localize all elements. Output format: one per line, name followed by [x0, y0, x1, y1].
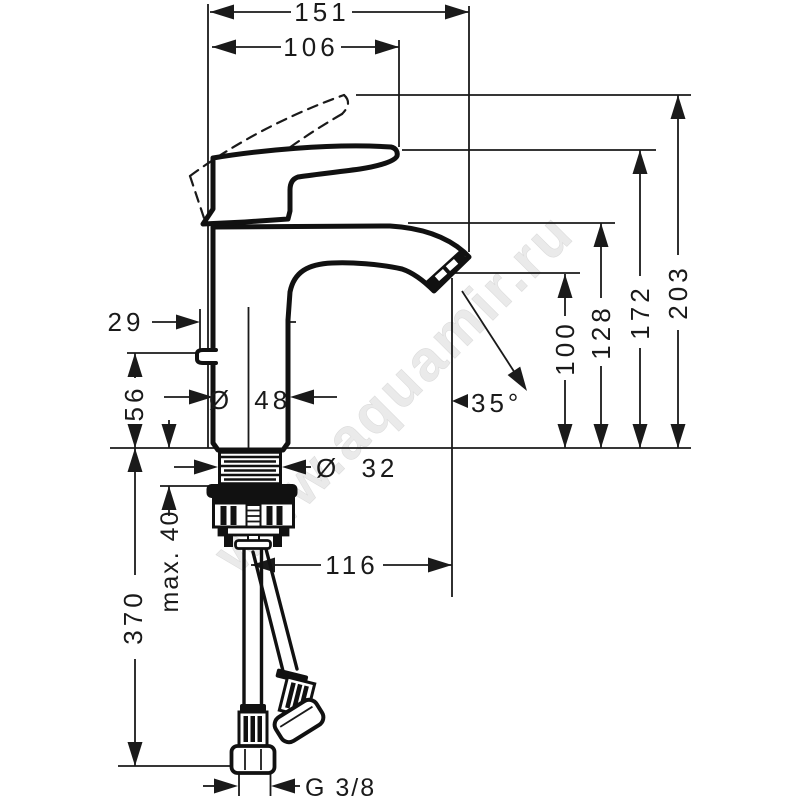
- popup-rod-knob: [195, 348, 218, 365]
- dim-label-116: 116: [325, 550, 378, 580]
- dim-label-35deg: 35°: [471, 388, 522, 418]
- dim-label-29: 29: [108, 307, 145, 337]
- dim-hose-length: 370: [118, 448, 148, 766]
- dim-label-d32: Ø 32: [316, 453, 398, 483]
- dim-aerator-height: 100: [550, 274, 580, 448]
- dim-spout-reach: 116: [251, 550, 452, 580]
- dim-aerator-angle: 35°: [452, 290, 527, 418]
- faucet-body-and-spout: [210, 223, 472, 453]
- dim-label-151: 151: [294, 0, 349, 27]
- dim-label-max40: max. 40: [156, 510, 184, 613]
- dim-overall-width: 151: [210, 0, 469, 27]
- aerator: [426, 250, 467, 290]
- body-centerline-and-label: Ø 48: [209, 307, 291, 448]
- dim-lever-height: 172: [625, 150, 655, 448]
- dim-lever-width: 106: [212, 32, 399, 62]
- supply-hose-straight: [229, 547, 277, 775]
- mounting-shank: [206, 450, 298, 550]
- dim-body-diameter: [164, 389, 337, 405]
- dim-shank-diameter: Ø 32: [174, 453, 398, 483]
- dim-label-203: 203: [663, 264, 693, 319]
- extension-lines: [110, 4, 691, 796]
- hose-end-nut-straight: [229, 744, 277, 775]
- dim-label-56: 56: [119, 385, 149, 422]
- supply-hose-angled: [251, 547, 326, 745]
- dim-label-g38: G 3/8: [305, 774, 376, 800]
- dim-spout-top-height: 128: [586, 223, 616, 448]
- dim-label-128: 128: [586, 304, 616, 359]
- dim-connection-thread: G 3/8: [203, 774, 376, 800]
- dim-overall-height: 203: [663, 95, 693, 448]
- dim-rod-above-deck: 56: [119, 353, 149, 448]
- mounting-nut: [212, 496, 295, 529]
- dim-label-172: 172: [625, 284, 655, 339]
- dim-label-106: 106: [283, 32, 338, 62]
- dim-label-d48: Ø 48: [209, 385, 291, 415]
- lever-handle: [200, 143, 400, 227]
- mounting-washer: [206, 484, 298, 498]
- dim-label-370: 370: [118, 589, 148, 644]
- hose-end-nut-angled: [272, 697, 326, 745]
- dim-label-100: 100: [550, 320, 580, 375]
- mounting-bolt: [217, 525, 290, 550]
- dim-max-deck-thickness: max. 40: [156, 420, 184, 612]
